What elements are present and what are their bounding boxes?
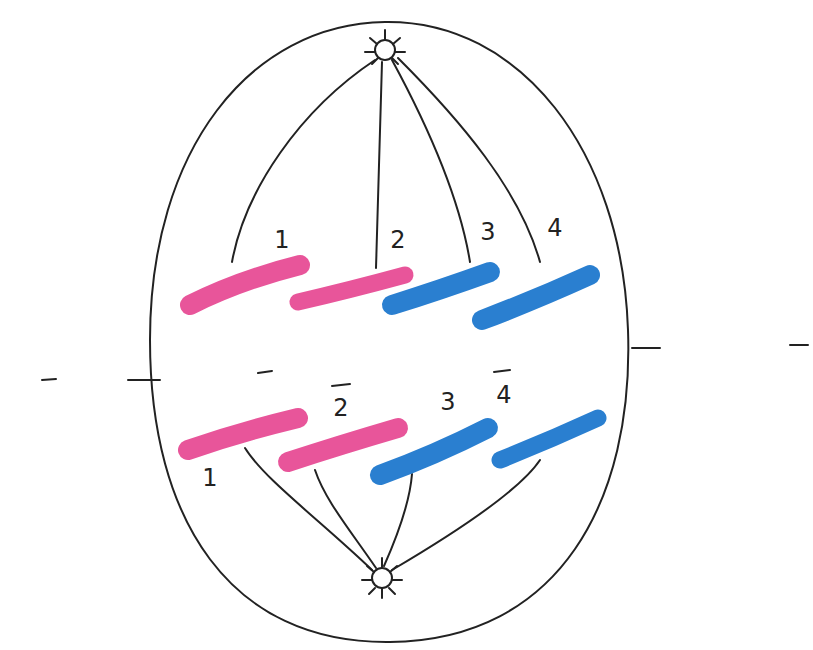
spindle-fibre (398, 58, 540, 262)
chromosome-number: 1 (199, 465, 220, 491)
chromosome-number: 3 (437, 389, 458, 415)
aster-rays (362, 558, 402, 598)
spindle-fibre (315, 470, 376, 568)
chromosome-number: 2 (330, 395, 351, 421)
chromatid (288, 428, 398, 462)
spindle-fibre (392, 460, 540, 570)
chromatid (188, 418, 298, 450)
chromatid (500, 418, 598, 460)
spindle-fibre (384, 474, 412, 566)
spindle-fibre (245, 448, 372, 570)
chromosome-number: 2 (387, 227, 408, 253)
chromosome-number: 3 (477, 219, 498, 245)
chromatid (190, 265, 300, 305)
spindle-fibre (376, 62, 382, 268)
chromatid (482, 275, 590, 320)
equator-mark (42, 345, 808, 380)
overline-mark (258, 370, 510, 386)
cell-membrane (150, 22, 628, 642)
chromosome-number: 4 (544, 215, 565, 241)
chromatid (380, 428, 488, 475)
chromosome-number: 1 (271, 227, 292, 253)
chromatid (392, 272, 490, 305)
centrosome (372, 568, 392, 588)
chromosome-number: 4 (493, 382, 514, 408)
spindle-fibre (232, 60, 375, 262)
